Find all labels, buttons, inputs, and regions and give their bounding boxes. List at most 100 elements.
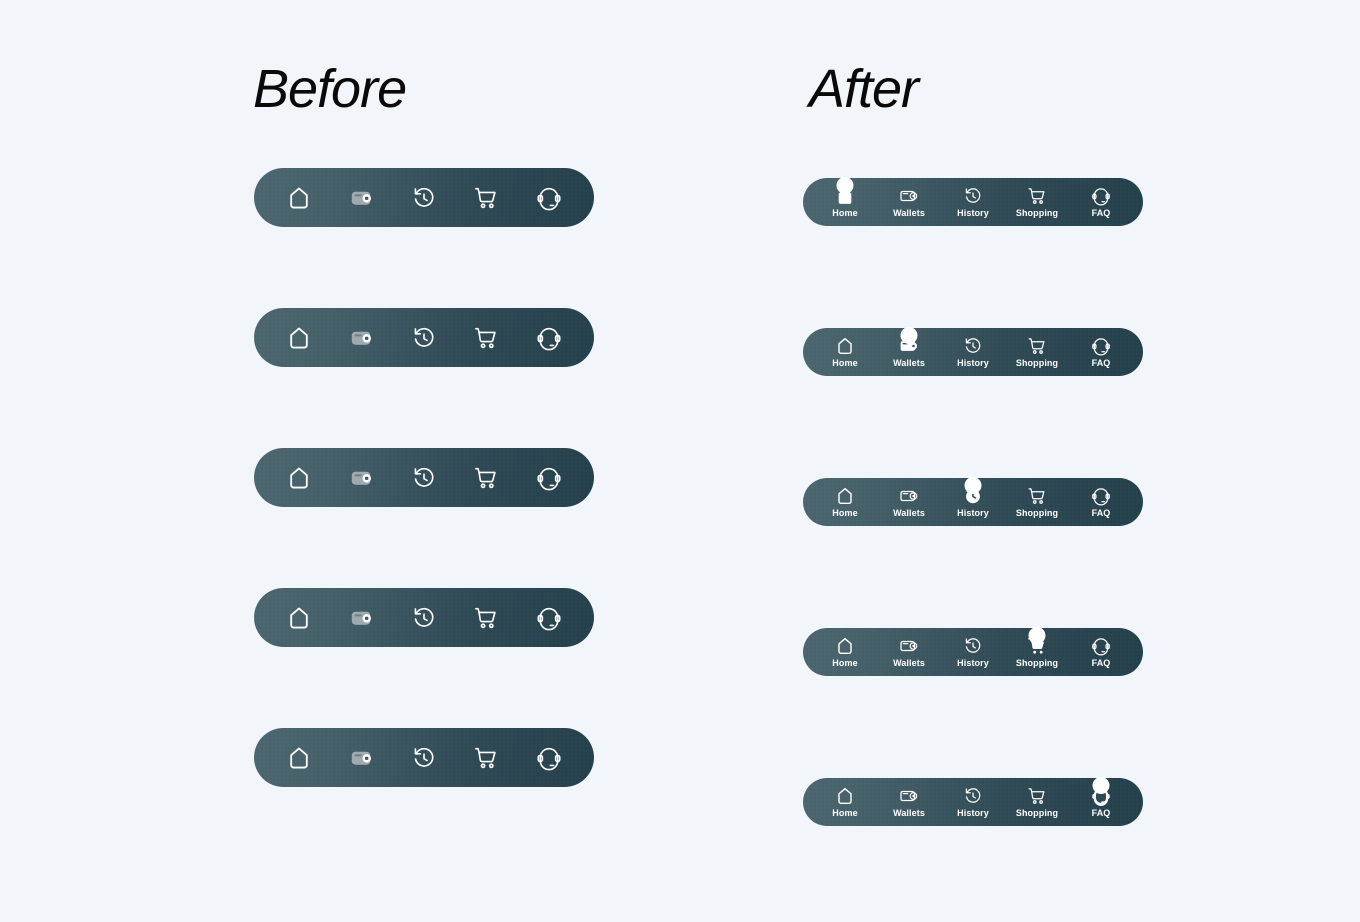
nav-item-home[interactable]: Home <box>816 336 874 369</box>
clock-history-icon <box>963 636 983 656</box>
active-indicator-bump <box>964 476 982 494</box>
home-icon <box>286 185 312 211</box>
nav-item-history[interactable]: History <box>944 636 1002 669</box>
before-column <box>254 168 594 868</box>
nav-item-history[interactable]: History <box>944 476 1002 519</box>
before-row <box>254 588 594 728</box>
nav-item-history[interactable] <box>403 598 445 638</box>
nav-item-wallets[interactable]: Wallets <box>880 186 938 219</box>
nav-item-faq[interactable] <box>528 458 570 498</box>
nav-item-history[interactable]: History <box>944 186 1002 219</box>
nav-item-label: History <box>957 657 989 668</box>
before-row <box>254 728 594 868</box>
nav-item-label: Shopping <box>1015 807 1059 818</box>
home-icon <box>286 745 312 771</box>
shopping-cart-icon <box>473 745 499 771</box>
shopping-cart-icon <box>1027 186 1047 206</box>
nav-item-faq[interactable]: FAQ <box>1072 186 1130 219</box>
wallet-icon <box>899 636 919 656</box>
shopping-cart-icon <box>473 185 499 211</box>
nav-item-faq[interactable] <box>528 598 570 638</box>
wallet-icon <box>899 186 919 206</box>
nav-item-home[interactable] <box>278 738 320 778</box>
nav-item-faq[interactable]: FAQ <box>1072 636 1130 669</box>
nav-item-shopping[interactable]: Shopping <box>1008 786 1066 819</box>
nav-item-shopping[interactable]: Shopping <box>1008 486 1066 519</box>
nav-item-wallets[interactable] <box>341 738 383 778</box>
nav-item-history[interactable] <box>403 178 445 218</box>
headset-icon <box>1091 486 1111 506</box>
nav-item-label: FAQ <box>1091 357 1111 368</box>
nav-item-wallets[interactable]: Wallets <box>880 786 938 819</box>
nav-item-wallets[interactable] <box>341 598 383 638</box>
nav-item-label: FAQ <box>1091 657 1111 668</box>
nav-item-label: Shopping <box>1015 357 1059 368</box>
nav-item-label: History <box>957 807 989 818</box>
nav-item-wallets[interactable] <box>341 318 383 358</box>
nav-item-label: FAQ <box>1091 807 1111 818</box>
wallet-icon <box>899 486 919 506</box>
nav-item-faq[interactable] <box>528 738 570 778</box>
home-icon <box>286 325 312 351</box>
nav-item-home[interactable] <box>278 458 320 498</box>
nav-item-label: Home <box>832 357 858 368</box>
nav-item-wallets[interactable]: Wallets <box>880 486 938 519</box>
nav-item-wallets[interactable]: Wallets <box>880 636 938 669</box>
headset-icon <box>536 745 562 771</box>
nav-item-home[interactable]: Home <box>816 786 874 819</box>
heading-before: Before <box>253 59 407 119</box>
home-icon <box>286 465 312 491</box>
wallet-icon <box>349 325 375 351</box>
nav-item-faq[interactable]: FAQ <box>1072 336 1130 369</box>
nav-item-faq[interactable] <box>528 318 570 358</box>
nav-item-shopping[interactable]: Shopping <box>1008 336 1066 369</box>
wallet-icon <box>349 465 375 491</box>
nav-item-label: FAQ <box>1091 507 1111 518</box>
nav-item-shopping[interactable] <box>465 458 507 498</box>
nav-item-wallets[interactable] <box>341 178 383 218</box>
nav-item-wallets[interactable] <box>341 458 383 498</box>
before-row <box>254 168 594 308</box>
nav-item-faq[interactable]: FAQ <box>1072 486 1130 519</box>
clock-history-icon <box>963 786 983 806</box>
nav-item-shopping[interactable]: Shopping <box>1008 186 1066 219</box>
nav-item-history[interactable] <box>403 318 445 358</box>
nav-item-faq[interactable]: FAQ <box>1072 776 1130 819</box>
shopping-cart-icon <box>473 325 499 351</box>
wallet-icon <box>349 185 375 211</box>
shopping-cart-icon <box>473 605 499 631</box>
nav-item-home[interactable] <box>278 598 320 638</box>
headset-icon <box>536 605 562 631</box>
home-icon <box>835 336 855 356</box>
nav-item-shopping[interactable] <box>465 178 507 218</box>
nav-item-history[interactable] <box>403 738 445 778</box>
before-row <box>254 448 594 588</box>
nav-item-label: Wallets <box>893 807 925 818</box>
nav-item-faq[interactable] <box>528 178 570 218</box>
nav-item-home[interactable]: Home <box>816 176 874 219</box>
nav-item-shopping[interactable] <box>465 318 507 358</box>
nav-item-home[interactable]: Home <box>816 636 874 669</box>
nav-item-history[interactable]: History <box>944 336 1002 369</box>
active-indicator-bump <box>900 326 918 344</box>
home-icon <box>835 786 855 806</box>
nav-item-history[interactable]: History <box>944 786 1002 819</box>
nav-item-shopping[interactable] <box>465 598 507 638</box>
nav-item-wallets[interactable]: Wallets <box>880 326 938 369</box>
nav-item-label: Shopping <box>1015 657 1059 668</box>
nav-item-label: Wallets <box>893 357 925 368</box>
nav-item-home[interactable]: Home <box>816 486 874 519</box>
shopping-cart-icon <box>1027 336 1047 356</box>
nav-item-shopping[interactable] <box>465 738 507 778</box>
nav-item-home[interactable] <box>278 318 320 358</box>
nav-item-shopping[interactable]: Shopping <box>1008 626 1066 669</box>
nav-item-history[interactable] <box>403 458 445 498</box>
nav-item-home[interactable] <box>278 178 320 218</box>
